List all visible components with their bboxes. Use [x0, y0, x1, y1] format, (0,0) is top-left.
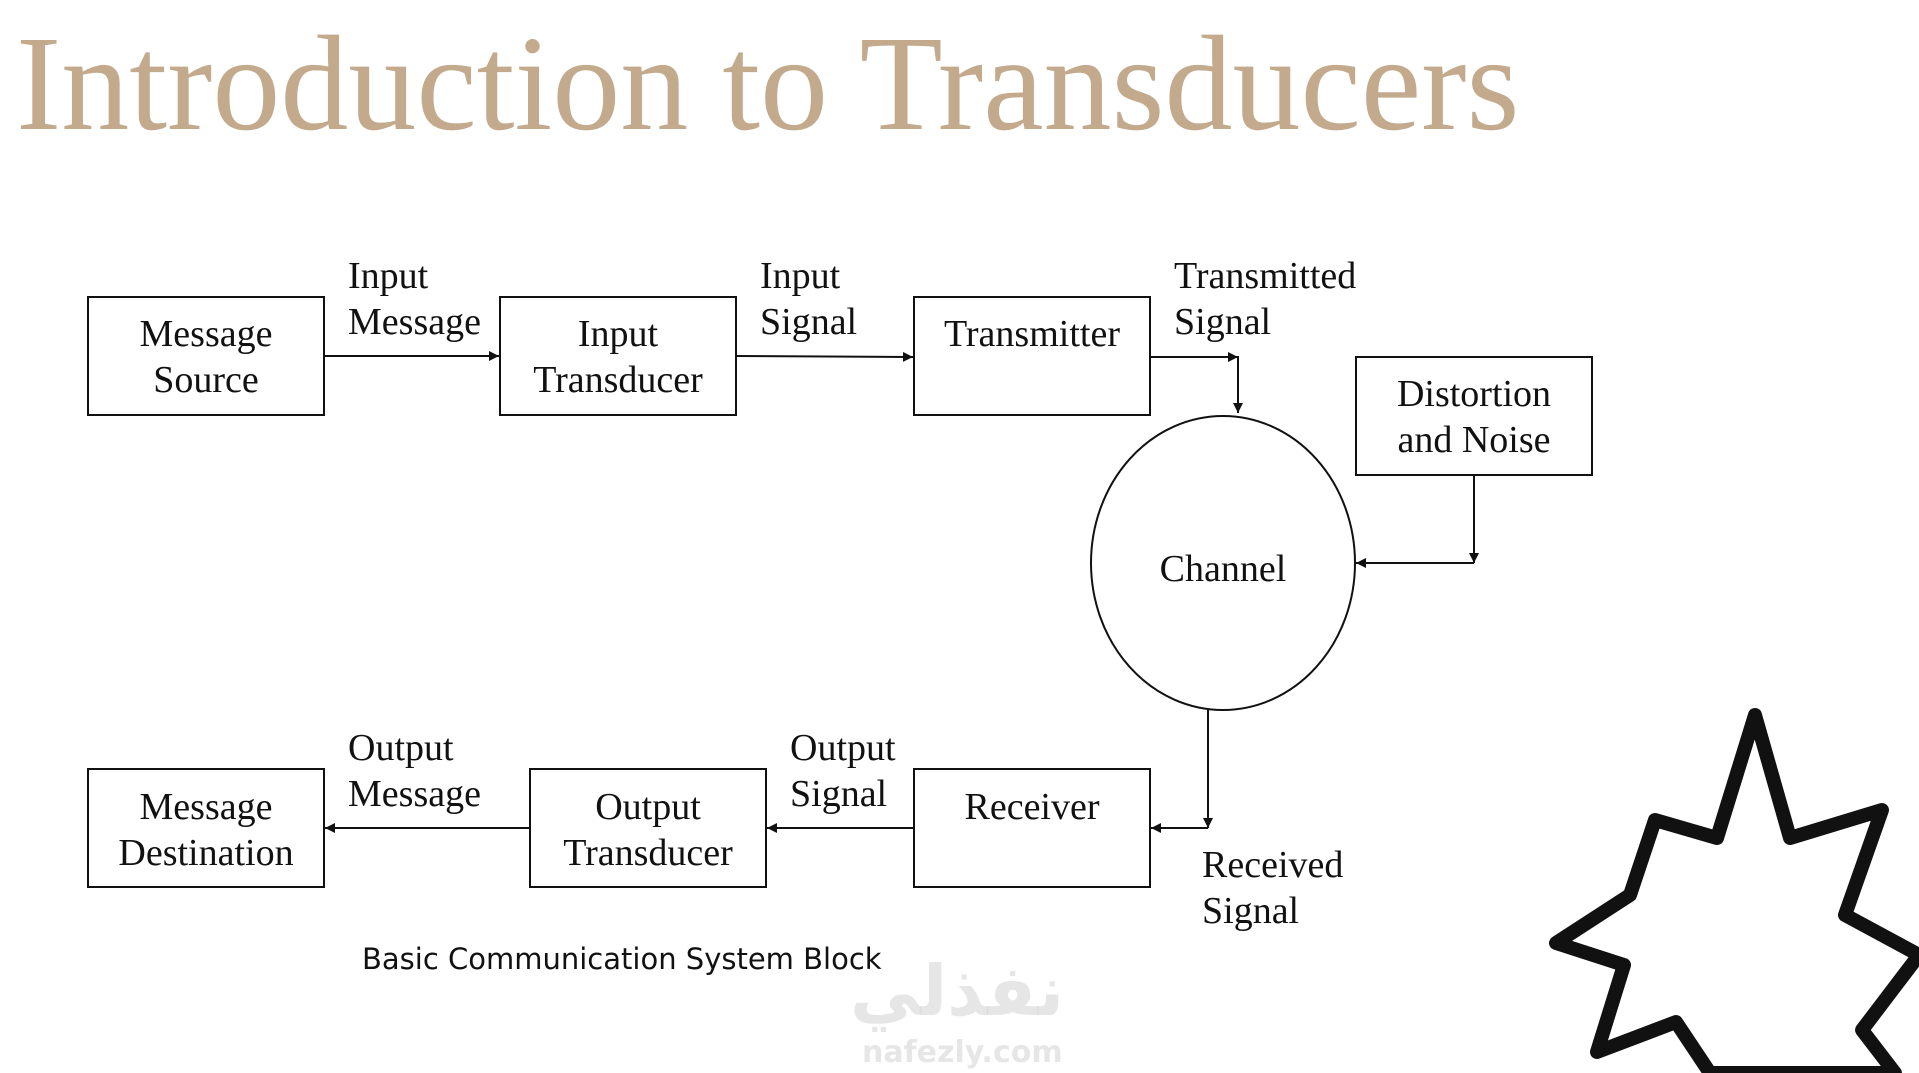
block-distortion-noise: Distortion and Noise — [1355, 356, 1593, 476]
block-label-line: Transducer — [533, 359, 703, 401]
signal-label-line: Output — [790, 727, 896, 769]
block-label-line: Input — [578, 313, 659, 355]
block-output-transducer: Output Transducer — [529, 768, 767, 888]
label-input-message: Input Message — [348, 255, 481, 343]
block-receiver: Receiver — [913, 768, 1151, 888]
signal-label-line: Signal — [1202, 890, 1299, 932]
block-input-transducer: Input Transducer — [499, 296, 737, 416]
signal-label-line: Signal — [790, 773, 887, 815]
signal-label-line: Signal — [760, 301, 857, 343]
label-output-message: Output Message — [348, 727, 481, 815]
block-label-line: Channel — [1160, 548, 1287, 590]
page-title: Introduction to Transducers — [16, 9, 1520, 159]
label-transmitted-signal: Transmitted Signal — [1174, 255, 1356, 343]
signal-label-line: Input — [348, 255, 429, 297]
block-message-source: Message Source — [87, 296, 325, 416]
block-transmitter: Transmitter — [913, 296, 1151, 416]
signal-label-line: Signal — [1174, 301, 1271, 343]
signal-label-line: Received — [1202, 844, 1343, 886]
arrow-transmitter-to-channel — [1233, 356, 1243, 413]
label-received-signal: Received Signal — [1202, 844, 1343, 932]
block-label-line: Distortion — [1397, 373, 1551, 415]
block-label-line: Transmitter — [944, 313, 1120, 355]
signal-label-line: Input — [760, 255, 841, 297]
block-label-line: Destination — [118, 832, 293, 874]
block-message-destination: Message Destination — [87, 768, 325, 888]
signal-label-line: Output — [348, 727, 454, 769]
watermark-url: nafezly.com — [862, 1035, 1063, 1070]
diagram-caption: Basic Communication System Block — [362, 942, 882, 976]
block-label-line: Message — [140, 786, 273, 828]
arrow-input-transducer-to-transmitter — [735, 351, 914, 362]
block-label-line: Output — [595, 786, 701, 828]
block-label-line: and Noise — [1397, 419, 1550, 461]
block-label-line: Message — [140, 313, 273, 355]
block-label-line: Receiver — [964, 786, 1099, 828]
label-output-signal: Output Signal — [790, 727, 896, 815]
signal-label-line: Transmitted — [1174, 255, 1356, 297]
block-label-line: Transducer — [563, 832, 733, 874]
block-label-line: Source — [153, 359, 259, 401]
watermark-logo-text: نفذلي — [850, 950, 1065, 1032]
block-channel: Channel — [1090, 415, 1356, 711]
signal-label-line: Message — [348, 301, 481, 343]
eight-point-star-icon — [1549, 708, 1919, 1073]
arrows — [324, 351, 1479, 833]
signal-label-line: Message — [348, 773, 481, 815]
label-input-signal: Input Signal — [760, 255, 857, 343]
